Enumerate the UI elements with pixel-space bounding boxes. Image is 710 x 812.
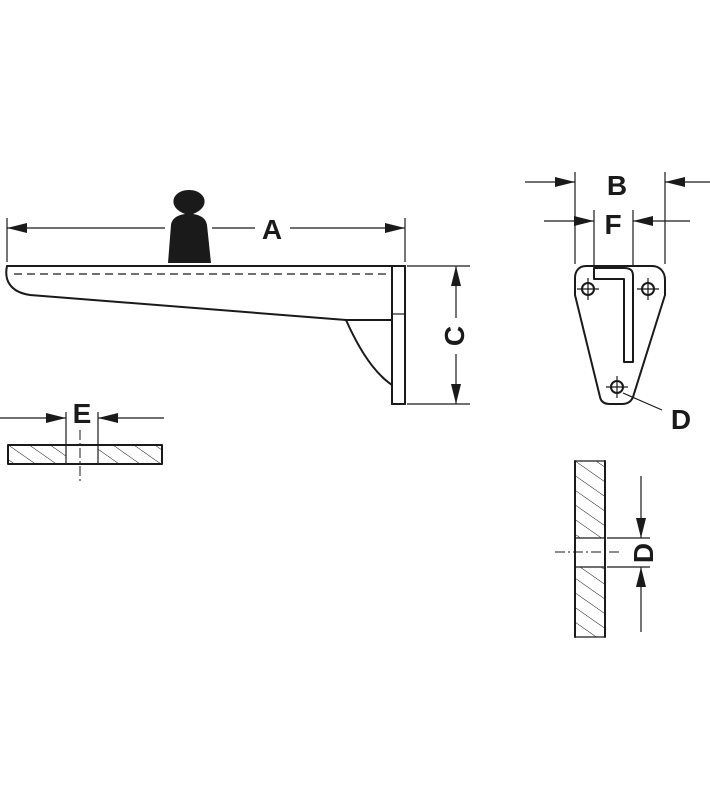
dimension-label-a: A: [262, 214, 282, 245]
dimension-d-section: D: [607, 476, 659, 632]
dimension-c: C: [407, 265, 470, 405]
dimension-a: A: [6, 214, 406, 262]
dimension-f: F: [544, 209, 690, 266]
dimension-label-b: B: [607, 170, 627, 201]
dimension-b: B: [525, 170, 710, 264]
plate-section-d: [555, 460, 620, 638]
dimension-label-e: E: [73, 398, 92, 429]
screw-hole-right: [637, 278, 659, 300]
dimension-label-c: C: [439, 326, 470, 346]
weight-icon: [168, 190, 211, 263]
dimension-label-d-section: D: [628, 543, 659, 563]
bracket-side-view: [5, 265, 406, 405]
dimension-label-d-hole: D: [671, 404, 691, 435]
bracket-front-view: D: [574, 265, 691, 435]
dimension-e: E: [0, 398, 164, 444]
plate-section-e: [7, 430, 163, 484]
dimension-label-f: F: [604, 209, 621, 240]
screw-hole-left: [577, 278, 599, 300]
screw-hole-bottom: [606, 376, 628, 398]
